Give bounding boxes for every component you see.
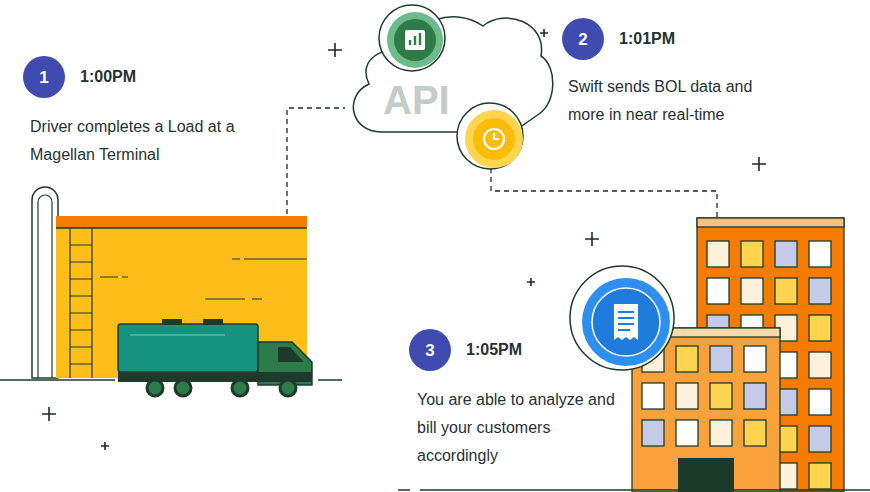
receipt-icon-part (570, 266, 674, 370)
cloud-label: API (383, 80, 450, 120)
tanker-truck-part-part (280, 380, 296, 396)
receipt-icon-part (592, 288, 660, 356)
window (809, 352, 831, 378)
step-time: 1:05PM (466, 342, 522, 358)
office-buildings (398, 218, 870, 492)
tanker-truck-part-part (175, 380, 191, 396)
tanker-truck-part (118, 324, 258, 372)
chart-icon-part (410, 33, 420, 45)
step-number: 3 (425, 342, 434, 359)
clock-icon-part (473, 118, 515, 160)
window (710, 420, 732, 446)
office-buildings-part (697, 218, 844, 227)
window (775, 278, 797, 304)
window (744, 383, 766, 409)
step-description: You are able to analyze and bill your cu… (417, 386, 617, 470)
window (676, 383, 698, 409)
tanker-truck-part-part (232, 380, 248, 396)
plus-marks-part (42, 407, 56, 421)
clock-icon-part (465, 110, 523, 168)
plus-marks-part (101, 442, 109, 450)
terminal-building-part-part (100, 259, 307, 299)
step-time: 1:00PM (80, 69, 136, 85)
office-buildings-part (398, 489, 870, 491)
chart-icon-part (387, 12, 443, 68)
step-number: 1 (39, 69, 48, 86)
tanker-truck-part (278, 347, 304, 362)
clock-icon (457, 103, 523, 169)
window (809, 315, 831, 341)
window (707, 278, 729, 304)
plus-marks-part (752, 157, 766, 171)
step-description: Driver completes a Load at a Magellan Te… (30, 113, 245, 169)
window (775, 241, 797, 267)
tanker-truck-part (130, 334, 225, 335)
terminal-building-part (32, 187, 58, 378)
tanker-truck-part (147, 380, 296, 396)
terminal-building-part-part (70, 228, 92, 378)
tanker-truck-part (162, 319, 182, 325)
step-number: 2 (578, 31, 587, 48)
tanker-truck-part-part (147, 380, 163, 396)
clock-icon-part (484, 129, 504, 149)
terminal-building-part (38, 195, 52, 378)
tanker-truck (0, 319, 342, 396)
chart-icon (379, 5, 445, 71)
step-number-circle: 2 (562, 18, 604, 60)
clock-icon-part (457, 103, 523, 169)
step-time: 1:01PM (619, 31, 675, 47)
terminal-building-part (56, 227, 307, 228)
window (809, 389, 831, 415)
window (744, 420, 766, 446)
office-buildings-part (678, 458, 734, 492)
terminal-building-part-part (70, 245, 92, 364)
plus-marks-part (540, 29, 548, 37)
window (642, 420, 664, 446)
clock-icon-part (494, 133, 499, 139)
step-number-circle: 1 (23, 56, 65, 98)
receipt-icon-part (618, 312, 634, 330)
api-cloud: API (343, 4, 555, 138)
window (809, 426, 831, 452)
window (707, 241, 729, 267)
receipt-icon-part (582, 278, 670, 366)
window (676, 420, 698, 446)
chart-icon-part (394, 19, 436, 61)
window-grid (642, 346, 766, 446)
plus-marks-part (585, 232, 599, 246)
window (809, 278, 831, 304)
window (710, 346, 732, 372)
window (809, 463, 831, 489)
window (710, 383, 732, 409)
chart-icon-part (379, 5, 445, 71)
window (642, 383, 664, 409)
window (809, 241, 831, 267)
dashed-leader-part (287, 108, 345, 214)
window (744, 346, 766, 372)
tanker-truck-part (203, 319, 223, 325)
chart-icon-part (405, 30, 425, 50)
window (676, 346, 698, 372)
dashed-leader-part (491, 168, 717, 219)
receipt-icon-part (614, 304, 638, 340)
plus-marks-part (328, 43, 342, 57)
step-description: Swift sends BOL data and more in near re… (568, 73, 793, 129)
window (741, 241, 763, 267)
plus-marks-part (527, 278, 535, 286)
cloud-shape (353, 17, 552, 132)
terminal-building-part (56, 216, 307, 228)
window (741, 278, 763, 304)
receipt-icon (570, 266, 674, 370)
step-number-circle: 3 (409, 329, 451, 371)
tanker-truck-part (0, 379, 342, 381)
